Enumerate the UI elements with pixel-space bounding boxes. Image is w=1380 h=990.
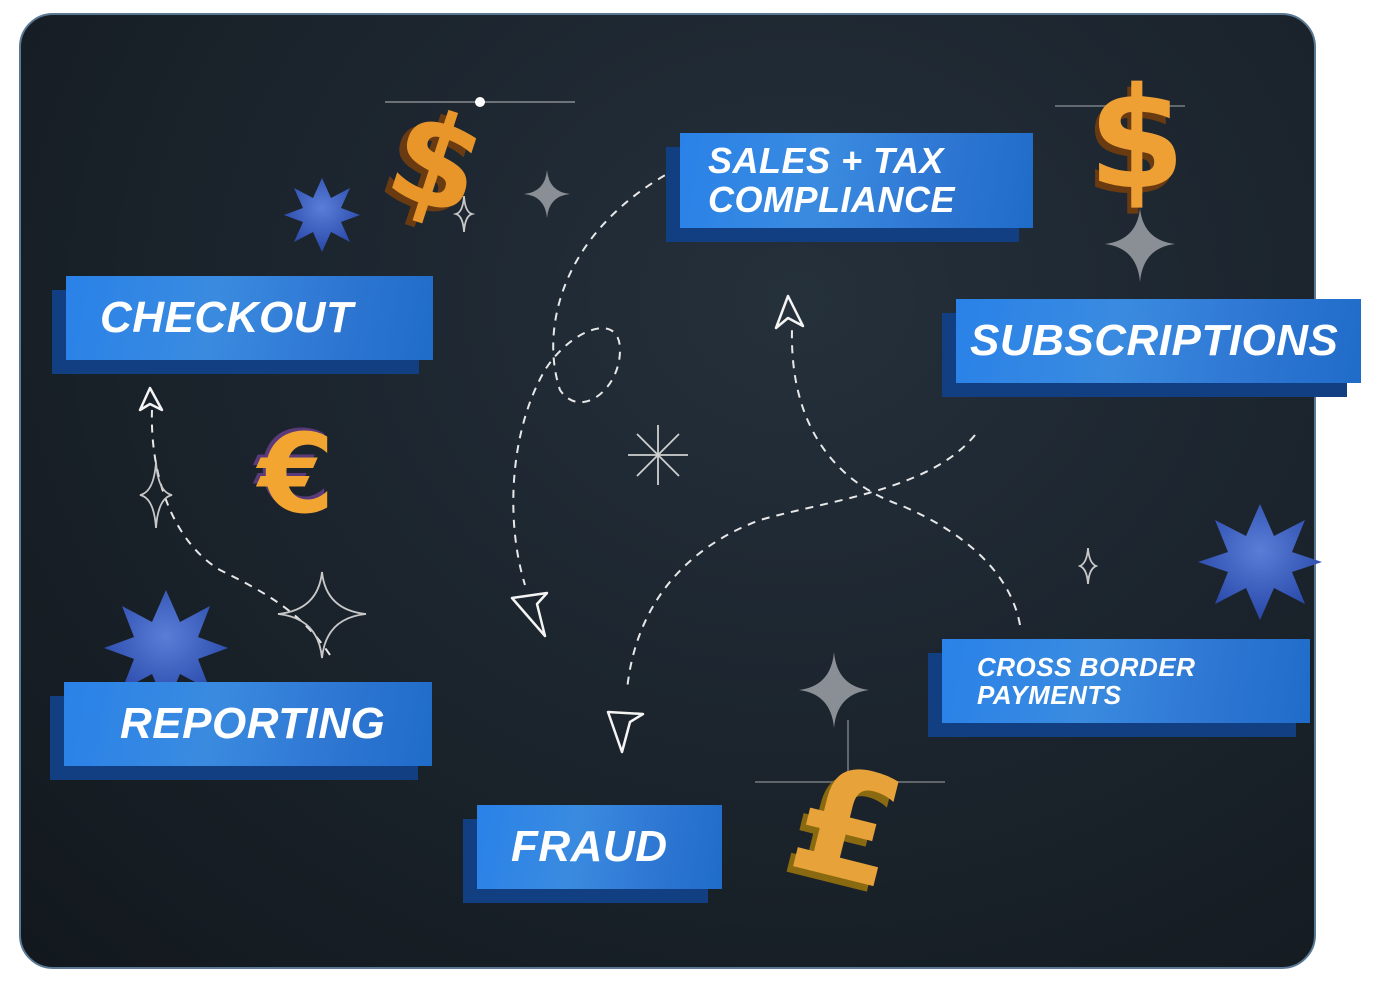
sales-tax-compliance-label: SALES + TAX COMPLIANCE <box>680 133 1033 228</box>
checkout-label: CHECKOUT <box>66 276 433 360</box>
arrow-icon <box>606 710 645 754</box>
cross-border-payments-label: CROSS BORDER PAYMENTS <box>942 639 1310 723</box>
arrow-icon <box>774 294 805 330</box>
star-icon <box>1198 504 1322 620</box>
star-icon <box>104 590 228 706</box>
star-icon <box>284 178 360 252</box>
subscriptions-label: SUBSCRIPTIONS <box>956 299 1361 383</box>
asterisk-icon <box>628 425 688 485</box>
reporting-label: REPORTING <box>64 682 432 766</box>
arrow-icon <box>510 591 549 638</box>
euro-sign-icon: € <box>258 410 335 538</box>
fraud-label: FRAUD <box>477 805 722 889</box>
arrow-icon <box>138 386 164 412</box>
dollar-sign-icon: $ <box>1088 58 1186 221</box>
